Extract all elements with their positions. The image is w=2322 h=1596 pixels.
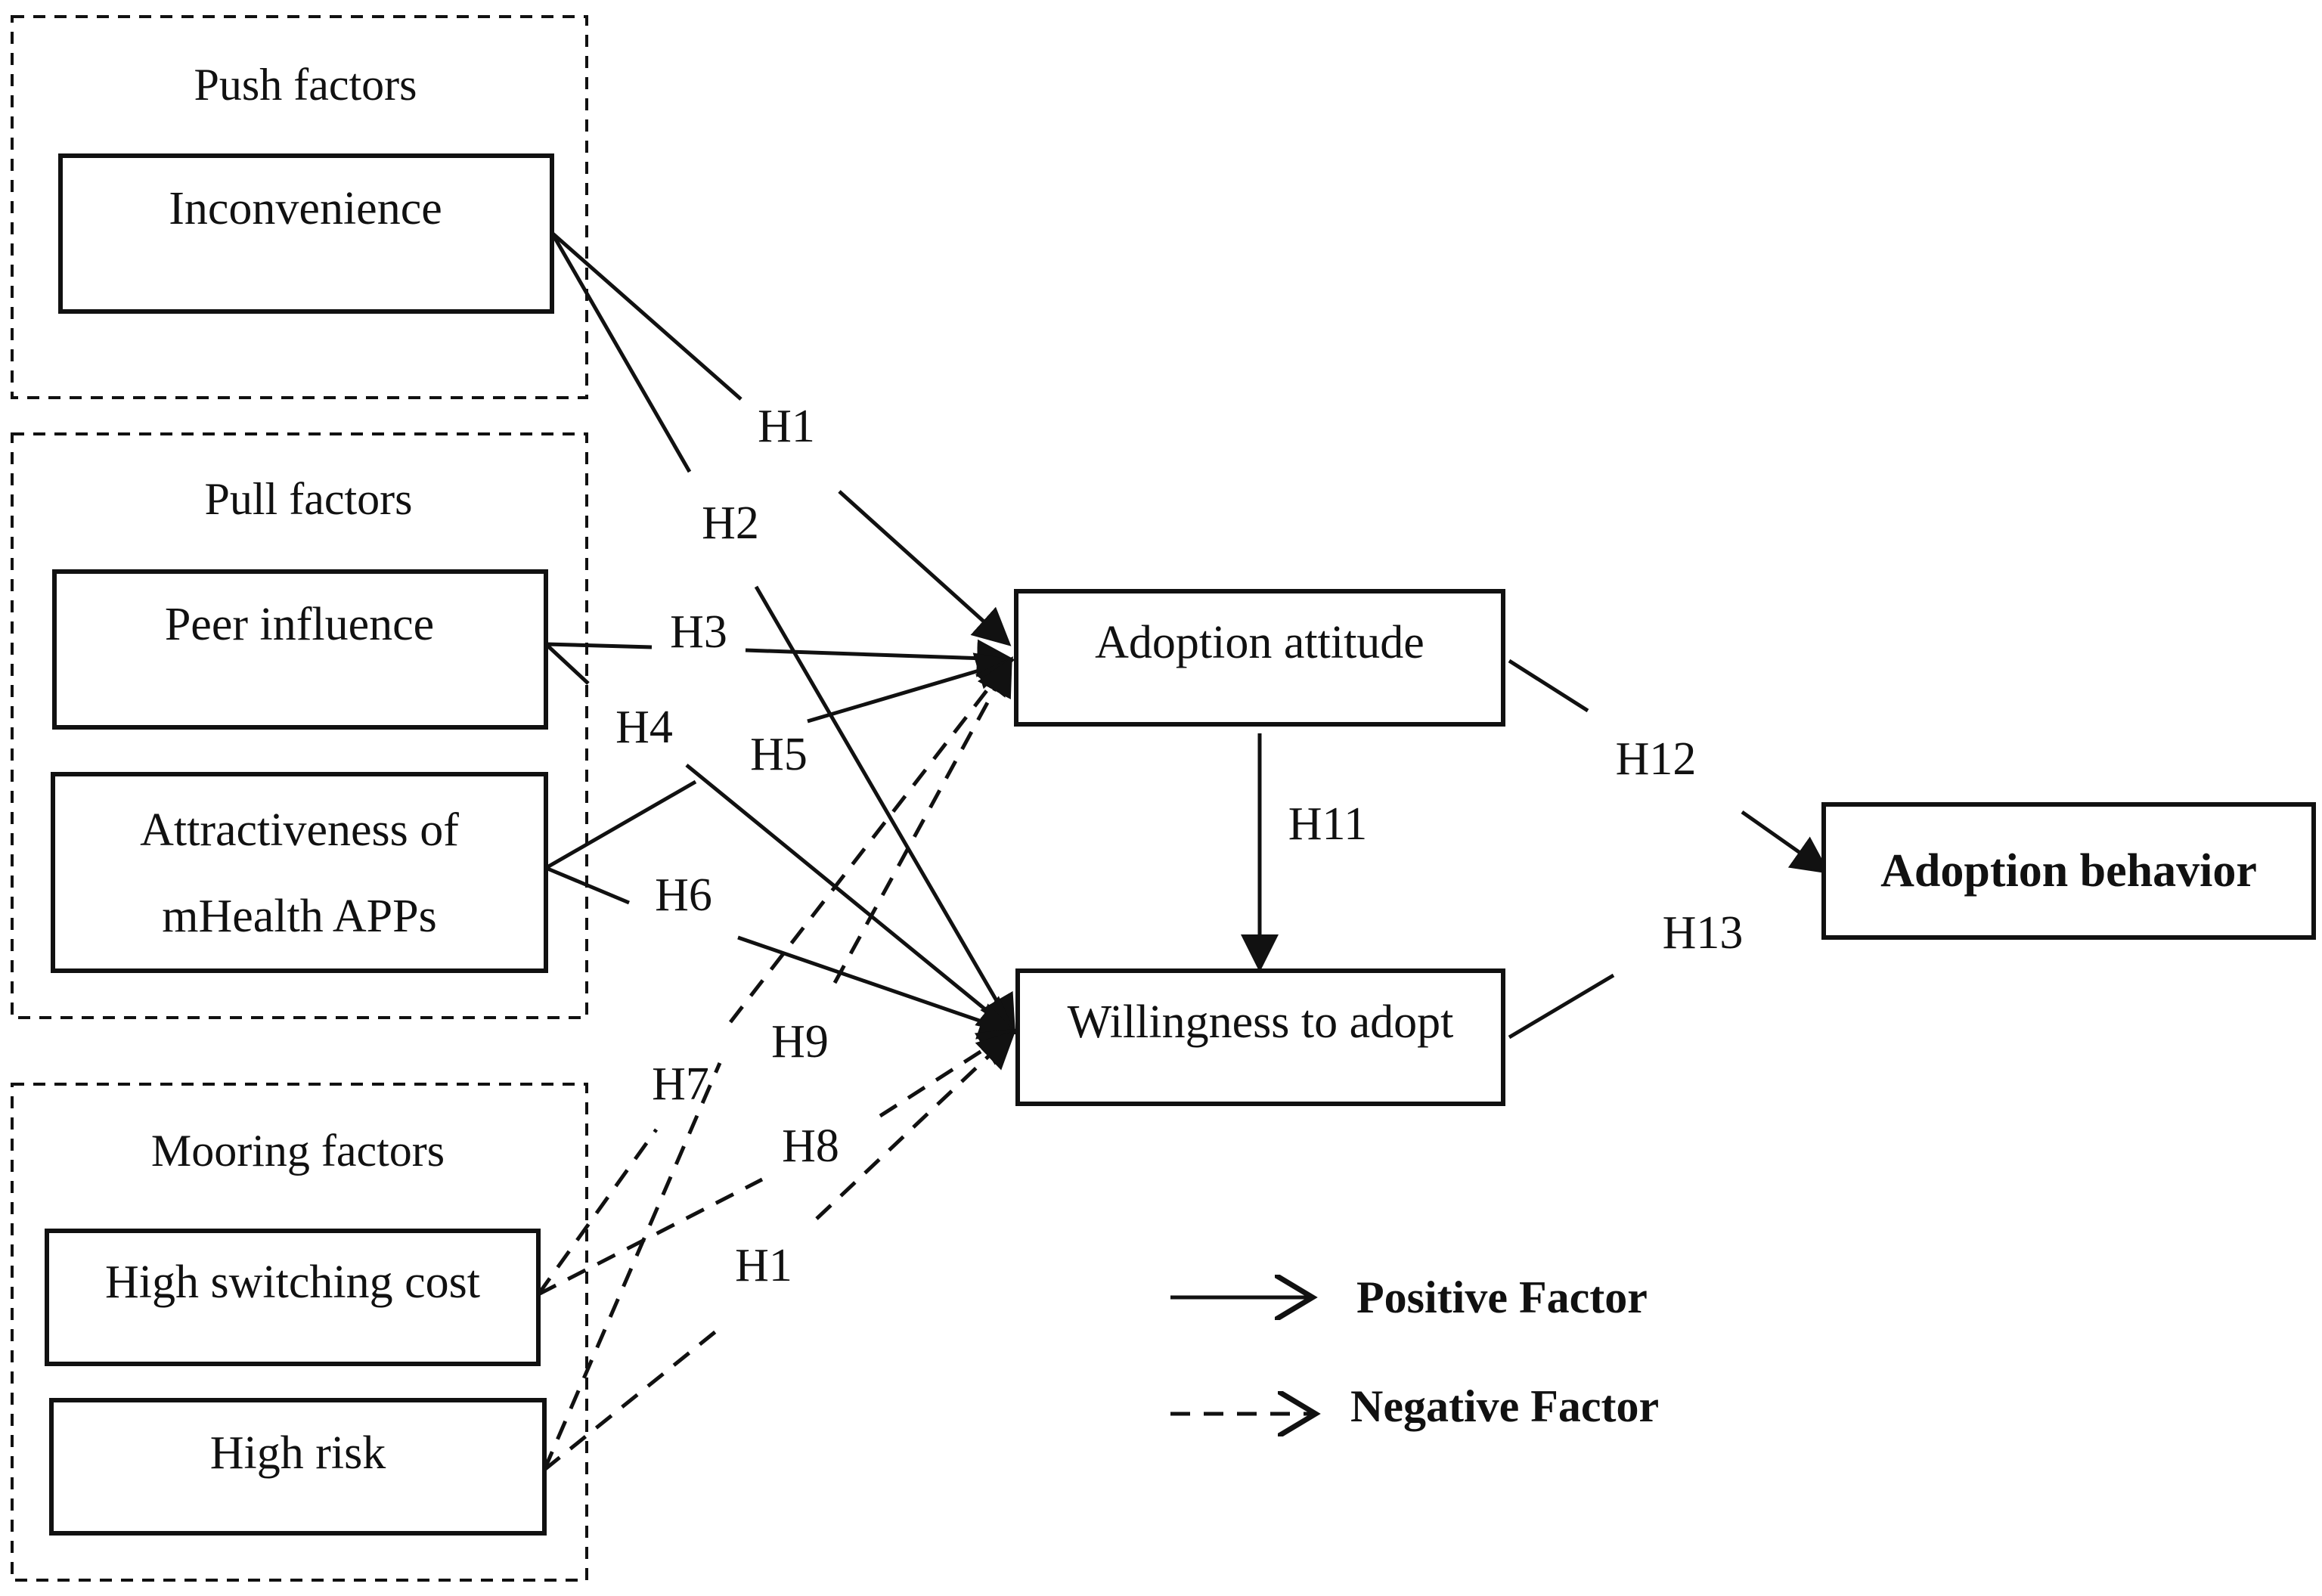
h6-line-segment xyxy=(545,866,630,905)
hypothesis-h10-label: H1 xyxy=(735,1240,792,1291)
pull-factors-label: Pull factors xyxy=(205,474,413,524)
willingness-to-adopt-label: Willingness to adopt xyxy=(1068,996,1454,1048)
h4-arrow xyxy=(685,764,1016,1035)
hypothesis-h6-label: H6 xyxy=(655,869,712,921)
high-risk-box xyxy=(49,1398,547,1536)
legend-negative-label: Negative Factor xyxy=(1350,1381,1659,1431)
h12-arrow xyxy=(1741,810,1831,874)
hypothesis-h8-label: H8 xyxy=(782,1120,839,1172)
high-switching-cost-label: High switching cost xyxy=(105,1257,480,1308)
h8-dashed-segment xyxy=(537,1177,764,1297)
h5-line-segment xyxy=(544,779,697,870)
legend-positive-label: Positive Factor xyxy=(1356,1272,1648,1322)
hypothesis-h11-label: H11 xyxy=(1288,798,1367,850)
h5-arrow xyxy=(807,652,1015,724)
adoption-behavior-label: Adoption behavior xyxy=(1880,845,2257,897)
h2-arrow xyxy=(754,585,1016,1034)
adoption-attitude-box xyxy=(1014,589,1505,727)
h6-arrow xyxy=(737,935,1018,1040)
h12-line-segment xyxy=(1508,659,1589,713)
mooring-factors-group xyxy=(11,1083,588,1582)
h7-dashed-segment xyxy=(536,1128,659,1296)
push-factors-label: Push factors xyxy=(194,60,417,110)
adoption-attitude-label: Adoption attitude xyxy=(1095,617,1425,668)
peer-influence-label: Peer influence xyxy=(165,599,434,650)
h3-arrow xyxy=(745,639,1015,677)
high-switching-cost-box xyxy=(45,1229,541,1366)
h1-arrow xyxy=(838,490,1012,646)
willingness-to-adopt-box xyxy=(1015,968,1505,1106)
hypothesis-h1-label: H1 xyxy=(758,401,815,452)
h10-dashed-segment xyxy=(543,1329,718,1471)
h8-dashed-arrow xyxy=(879,1028,1017,1118)
hypothesis-h13-label: H13 xyxy=(1663,907,1744,959)
mooring-factors-label: Mooring factors xyxy=(151,1126,445,1176)
h13-line-segment xyxy=(1508,973,1615,1040)
h1-line-segment xyxy=(550,231,742,401)
h3-line-segment xyxy=(545,642,653,649)
h2-line-segment xyxy=(550,231,692,473)
hypothesis-h2-label: H2 xyxy=(702,497,759,549)
attractiveness-label-line2: mHealth APPs xyxy=(162,891,436,942)
inconvenience-label: Inconvenience xyxy=(169,183,442,234)
hypothesis-h4-label: H4 xyxy=(615,702,673,753)
h10-dashed-arrow xyxy=(815,1030,1016,1220)
h9-dashed-segment xyxy=(542,1062,722,1470)
adoption-behavior-box xyxy=(1821,802,2316,940)
h7-dashed-arrow xyxy=(729,656,1014,1024)
hypothesis-h12-label: H12 xyxy=(1616,733,1697,785)
hypothesis-h3-label: H3 xyxy=(670,606,727,658)
hypothesis-h7-label: H7 xyxy=(652,1058,709,1110)
hypothesis-h9-label: H9 xyxy=(771,1016,829,1068)
peer-influence-box xyxy=(52,569,548,730)
hypothesis-h5-label: H5 xyxy=(750,729,808,780)
h4-line-segment xyxy=(544,643,590,685)
push-factors-group xyxy=(11,15,588,399)
high-risk-label: High risk xyxy=(210,1427,386,1479)
attractiveness-label-line1: Attractiveness of xyxy=(140,804,459,856)
h9-dashed-arrow xyxy=(832,657,1012,984)
attractiveness-box xyxy=(51,772,548,973)
pull-factors-group xyxy=(11,432,588,1019)
inconvenience-box xyxy=(58,153,554,314)
